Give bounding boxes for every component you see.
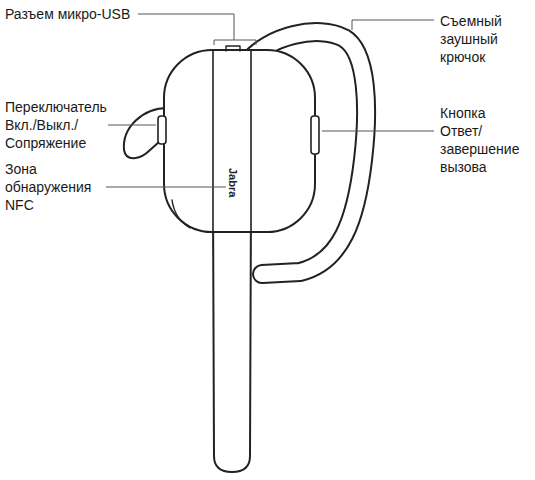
stem xyxy=(213,200,251,472)
button-leader xyxy=(322,131,434,132)
part-label: Съемный заушный крючок xyxy=(440,12,502,66)
body-lower-edge xyxy=(172,200,190,228)
switch-leader xyxy=(108,125,156,126)
usb-port xyxy=(226,46,240,51)
hook-leader xyxy=(352,20,434,30)
headset-body xyxy=(164,50,315,232)
answer-button xyxy=(311,116,319,154)
part-label: Переключатель Вкл./Выкл./ Сопряжение xyxy=(5,98,107,152)
brand-mark: Jabra xyxy=(227,168,239,197)
part-label: Кнопка Ответ/ завершение вызова xyxy=(440,104,519,176)
power-switch xyxy=(158,116,166,144)
nfc-leader xyxy=(106,187,226,188)
part-label: Разъем микро-USB xyxy=(5,5,130,23)
center-band xyxy=(213,51,251,231)
usb-leader xyxy=(138,14,256,45)
part-label: Зона обнаружения NFC xyxy=(5,160,91,214)
side-loop xyxy=(124,108,168,158)
